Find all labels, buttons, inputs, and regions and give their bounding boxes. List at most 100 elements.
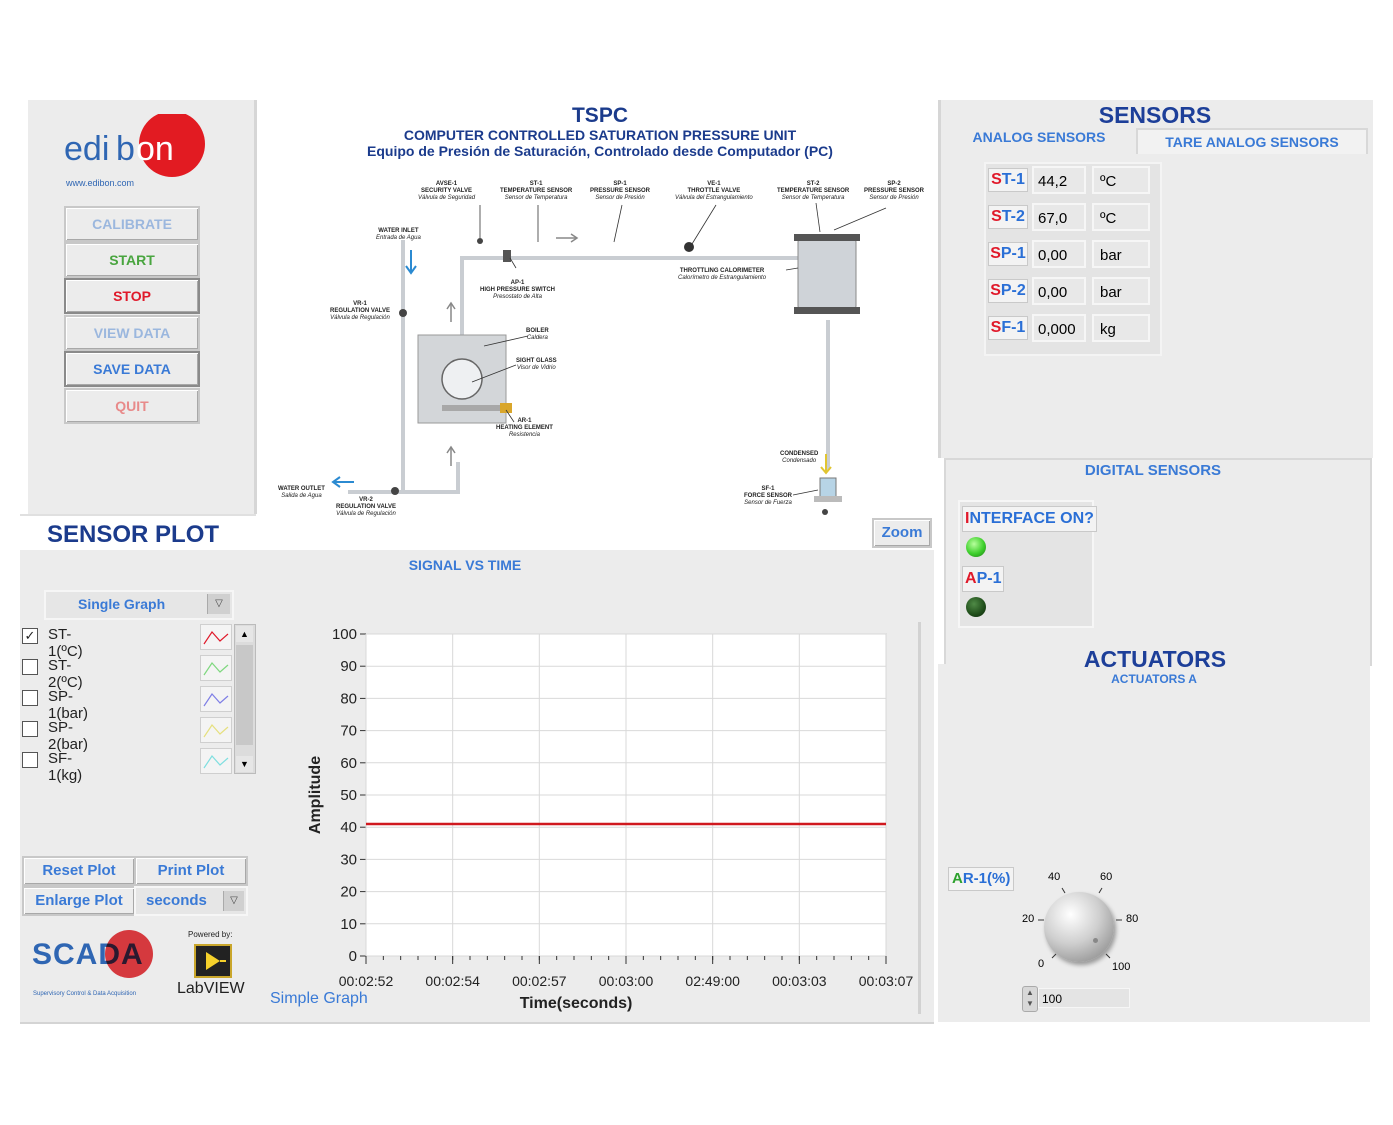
knob-ticks xyxy=(1038,887,1122,959)
calorimeter-vessel xyxy=(797,237,857,311)
tab-analog-sensors[interactable]: ANALOG SENSORS xyxy=(944,128,1134,154)
graph-mode-select[interactable]: Single Graph ▽ xyxy=(44,590,234,620)
channel-st2-checkbox[interactable] xyxy=(22,659,38,675)
ap1-digital-label: AP-1 xyxy=(962,566,1005,592)
scroll-up-icon[interactable]: ▲ xyxy=(236,626,253,642)
page-subtitle-en: COMPUTER CONTROLLED SATURATION PRESSURE … xyxy=(403,127,797,143)
x-tick-label: 00:03:00 xyxy=(599,973,654,989)
sensor-name-sp2: SP-2 xyxy=(988,279,1028,303)
channel-sp1-swatch[interactable] xyxy=(200,686,232,712)
ar1-value[interactable]: 100 xyxy=(1038,988,1130,1008)
sensor-unit-st1: ºC xyxy=(1092,166,1150,194)
sensors-title: SENSORS xyxy=(1098,102,1212,128)
sensor-value-sf1: 0,000 xyxy=(1032,314,1086,342)
x-tick-label: 02:49:00 xyxy=(685,973,740,989)
stop-button[interactable]: STOP xyxy=(64,278,200,314)
sensor-unit-st2: ºC xyxy=(1092,203,1150,231)
edibon-logo: edi b on xyxy=(62,111,212,184)
scroll-thumb[interactable] xyxy=(236,645,253,745)
actuators-panel xyxy=(938,664,1370,1022)
sensor-unit-sf1: kg xyxy=(1092,314,1150,342)
channel-st1-checkbox[interactable]: ✓ xyxy=(22,628,38,644)
actuators-subtitle: ACTUATORS A xyxy=(1111,672,1197,686)
sensor-value-st1: 44,2 xyxy=(1032,166,1086,194)
chevron-down-icon: ▽ xyxy=(207,594,230,614)
channel-sp1-checkbox[interactable] xyxy=(22,690,38,706)
channel-sp2-checkbox[interactable] xyxy=(22,721,38,737)
edibon-url[interactable]: www.edibon.com xyxy=(66,178,135,188)
sensor-name-sf1: SF-1 xyxy=(988,316,1028,340)
enlarge-plot-button[interactable]: Enlarge Plot xyxy=(22,886,136,916)
channel-st2-label: ST-2(ºC) xyxy=(48,657,83,691)
ar1-knob[interactable] xyxy=(1044,892,1114,962)
x-tick-label: 00:03:03 xyxy=(772,973,827,989)
chevron-down-icon: ▽ xyxy=(223,891,244,911)
graph-mode-value: Single Graph xyxy=(78,596,166,612)
time-unit-value: seconds xyxy=(146,892,207,909)
y-tick-label: 60 xyxy=(340,755,357,772)
process-diagram xyxy=(331,202,887,515)
channel-sf1-checkbox[interactable] xyxy=(22,752,38,768)
x-tick-label: 00:03:07 xyxy=(859,973,914,989)
y-tick-label: 20 xyxy=(340,884,357,901)
labview-label: LabVIEW xyxy=(177,980,245,997)
x-tick-label: 00:02:57 xyxy=(512,973,567,989)
save-data-button[interactable]: SAVE DATA xyxy=(64,351,200,387)
throttle-valve xyxy=(684,242,694,252)
calibrate-button[interactable]: CALIBRATE xyxy=(64,206,200,242)
interface-led xyxy=(966,537,986,557)
sensor-name-st2: ST-2 xyxy=(988,205,1028,229)
graph-name-label: Simple Graph xyxy=(270,990,368,1007)
sensor-name-sp1: SP-1 xyxy=(988,242,1028,266)
quit-button[interactable]: QUIT xyxy=(64,388,200,424)
channel-sp2-swatch[interactable] xyxy=(200,717,232,743)
sensor-plot-header xyxy=(20,514,256,552)
scroll-down-icon[interactable]: ▼ xyxy=(236,756,253,772)
ap1-led xyxy=(966,597,986,617)
svg-text:edi: edi xyxy=(64,130,109,168)
tab-tare-analog-sensors[interactable]: TARE ANALOG SENSORS xyxy=(1136,128,1368,154)
sensor-unit-sp2: bar xyxy=(1092,277,1150,305)
scada-subtitle: Supervisory Control & Data Acquisition xyxy=(33,991,137,997)
start-button[interactable]: START xyxy=(64,242,200,278)
time-unit-select[interactable]: seconds ▽ xyxy=(134,886,248,916)
y-tick-label: 50 xyxy=(340,787,357,804)
channel-st2-swatch[interactable] xyxy=(200,655,232,681)
channel-sp2-label: SP-2(bar) xyxy=(48,719,89,753)
vr1-valve xyxy=(399,309,407,317)
y-tick-label: 40 xyxy=(340,819,357,836)
ar1-stepper[interactable]: ▲▼ xyxy=(1022,986,1038,1012)
zoom-button[interactable]: Zoom xyxy=(872,518,932,548)
y-axis-label: Amplitude xyxy=(307,756,324,834)
view-data-button[interactable]: VIEW DATA xyxy=(64,315,200,351)
knob-label-100: 100 xyxy=(1112,961,1131,973)
actuators-title: ACTUATORS xyxy=(1083,646,1227,672)
reset-plot-button[interactable]: Reset Plot xyxy=(22,856,136,886)
y-tick-label: 30 xyxy=(340,851,357,868)
channel-scrollbar[interactable]: ▲ ▼ xyxy=(234,624,256,774)
force-sensor xyxy=(819,477,837,499)
knob-label-80: 80 xyxy=(1126,913,1139,925)
diagram-panel xyxy=(258,100,934,550)
channel-sf1-swatch[interactable] xyxy=(200,748,232,774)
print-plot-button[interactable]: Print Plot xyxy=(134,856,248,886)
knob-label-20: 20 xyxy=(1022,913,1035,925)
knob-label-60: 60 xyxy=(1100,871,1113,883)
y-tick-label: 80 xyxy=(340,690,357,707)
sensor-value-st2: 67,0 xyxy=(1032,203,1086,231)
sensor-name-st1: ST-1 xyxy=(988,168,1028,192)
channel-st1-swatch[interactable] xyxy=(200,624,232,650)
edibon-logo-graphic: edi b on xyxy=(64,111,205,177)
x-tick-label: 00:02:54 xyxy=(425,973,480,989)
